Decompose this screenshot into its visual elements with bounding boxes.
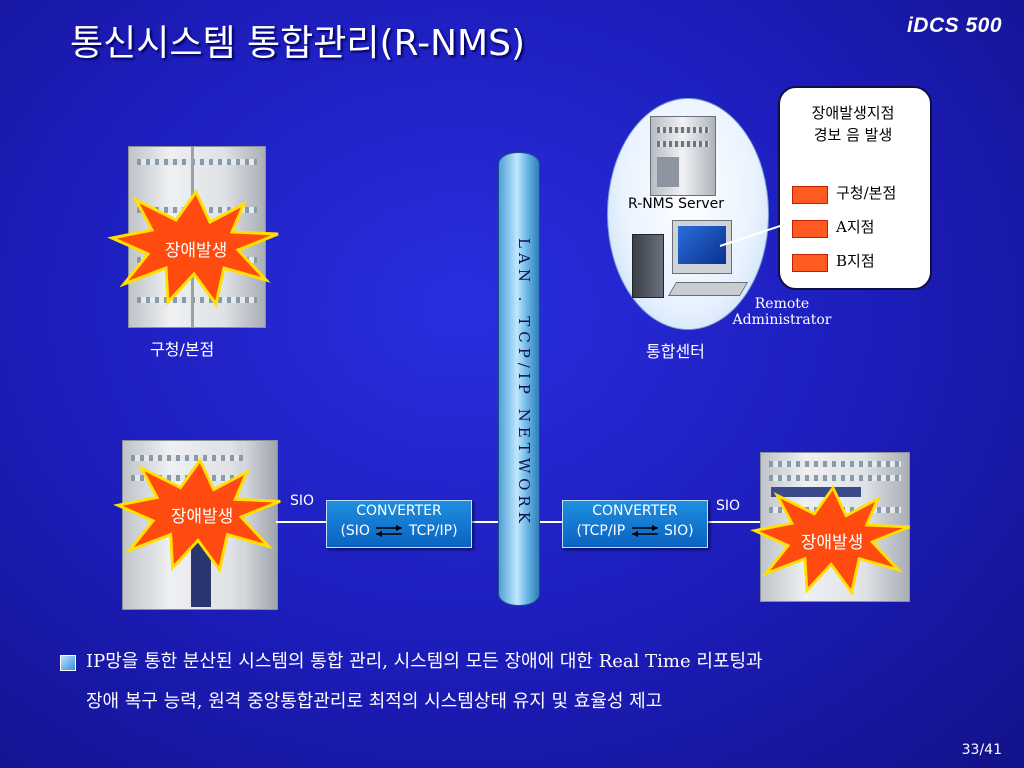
keyboard-icon — [667, 282, 749, 296]
legend-item-b: B지점 — [836, 252, 875, 270]
converter-right-from: (TCP/IP — [576, 523, 626, 539]
link-left-pipe — [472, 521, 499, 523]
branch-right-port-label: SIO — [716, 498, 741, 514]
converter-right-title: CONVERTER — [592, 503, 678, 519]
remote-admin-label: Remote Administrator — [732, 296, 832, 328]
center-site-label: 통합센터 — [646, 342, 705, 361]
legend-swatch-b — [792, 254, 828, 272]
callout-title: 장애발생지점 경보 음 발생 — [811, 104, 895, 144]
converter-left: CONVERTER (SIO TCP/IP) — [326, 500, 472, 548]
link-right-pipe — [538, 521, 562, 523]
converter-left-to: TCP/IP) — [408, 523, 458, 539]
page-title: 통신시스템 통합관리(R-NMS) — [70, 23, 525, 64]
legend-item-hq: 구청/본점 — [836, 184, 897, 202]
branch-left-port-label: SIO — [290, 493, 315, 509]
converter-left-from: (SIO — [340, 523, 370, 539]
branch-right-alarm-burst-icon — [750, 484, 911, 596]
page-number: 33/41 — [961, 742, 1002, 758]
branch-left-alarm-burst-icon — [113, 457, 281, 574]
converter-right: CONVERTER (TCP/IP SIO) — [562, 500, 708, 548]
swap-arrows-icon — [630, 524, 660, 538]
branch-right-alarm-label: 장애발생 — [800, 533, 864, 553]
brand-logo: iDCS 500 — [906, 14, 1002, 37]
monitor-icon — [672, 220, 732, 274]
callout-pointer — [719, 221, 793, 247]
branch-left-alarm-label: 장애발생 — [170, 507, 234, 527]
link-right-cabinet — [706, 521, 766, 523]
legend-swatch-hq — [792, 186, 828, 204]
legend-swatch-a — [792, 220, 828, 238]
network-label: LAN . TCP/IP NETWORK — [515, 238, 533, 528]
link-left-cabinet — [276, 521, 326, 523]
converter-right-to: SIO) — [664, 523, 694, 539]
description-line-2: 장애 복구 능력, 원격 중앙통합관리로 최적의 시스템상태 유지 및 효율성 … — [86, 691, 663, 712]
pc-tower-icon — [632, 234, 664, 298]
server-tower-icon — [650, 116, 716, 196]
description-line-1: IP망을 통한 분산된 시스템의 통합 관리, 시스템의 모든 장애에 대한 R… — [86, 651, 763, 672]
network-backbone — [498, 152, 540, 606]
hq-site-label: 구청/본점 — [150, 340, 215, 359]
swap-arrows-icon — [374, 524, 404, 538]
hq-alarm-label: 장애발생 — [164, 241, 228, 261]
converter-left-title: CONVERTER — [356, 503, 442, 519]
server-label: R-NMS Server — [628, 196, 725, 212]
legend-item-a: A지점 — [836, 218, 875, 236]
bullet-icon — [60, 655, 76, 671]
hq-alarm-burst-icon — [107, 189, 279, 308]
